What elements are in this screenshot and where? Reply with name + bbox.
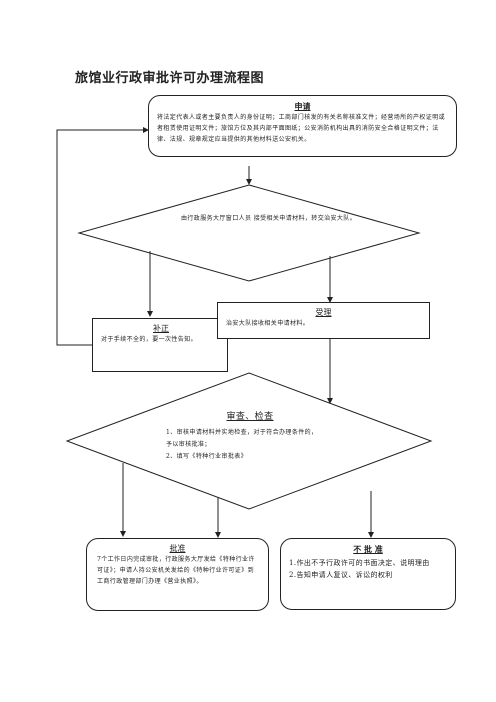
review-line-2: 予以审核批准； bbox=[166, 441, 211, 448]
supplement-box: 补正 对于手续不全的，要一次性告知。 bbox=[92, 318, 228, 372]
review-decision-diamond bbox=[65, 372, 433, 510]
review-heading: 审查、检查 bbox=[226, 412, 274, 422]
accept-box: 受理 治安大队接收相关申请材料。 bbox=[217, 302, 430, 339]
loop-supplement-to-apply bbox=[56, 127, 149, 346]
apply-text: 将法定代表人或者主要负责人的身份证明；工商部门核发的有关名称核准文件；经营场所的… bbox=[157, 114, 446, 143]
supplement-text: 对于手续不全的，要一次性告知。 bbox=[101, 336, 198, 343]
approve-heading: 批准 bbox=[169, 544, 186, 553]
page-title: 旅馆业行政审批许可办理流程图 bbox=[75, 71, 265, 86]
accept-text: 治安大队接收相关申请材料。 bbox=[226, 320, 310, 327]
review-line-3: 2、填写《特种行业审批表》 bbox=[166, 453, 248, 460]
window-text: 由行政服务大厅窗口人员 接受相关申请材料，转交治安大队。 bbox=[181, 215, 357, 222]
reject-box: 不 批 准 1.作出不予行政许可的书面决定、说明理由 2.告知申请人复议、诉讼的… bbox=[280, 538, 456, 610]
reject-heading: 不 批 准 bbox=[353, 544, 383, 554]
accept-heading: 受理 bbox=[315, 308, 332, 317]
approve-text: 7个工作日内完成审批，行政服务大厅发给《特种行业许可证》；申请人持公安机关发给的… bbox=[97, 556, 255, 585]
apply-heading: 申请 bbox=[294, 101, 311, 111]
review-line-1: 1、审核申请材料并实地检查，对于符合办理条件的， bbox=[166, 429, 318, 436]
reject-line-1: 1.作出不予行政许可的书面决定、说明理由 bbox=[289, 559, 430, 567]
approve-box: 批准 7个工作日内完成审批，行政服务大厅发给《特种行业许可证》；申请人持公安机关… bbox=[86, 538, 269, 611]
supplement-heading: 补正 bbox=[153, 324, 169, 333]
apply-box: 申请 将法定代表人或者主要负责人的身份证明；工商部门核发的有关名称核准文件；经营… bbox=[148, 95, 457, 157]
reject-line-2: 2.告知申请人复议、诉讼的权利 bbox=[289, 571, 393, 579]
window-decision-diamond bbox=[77, 184, 421, 282]
